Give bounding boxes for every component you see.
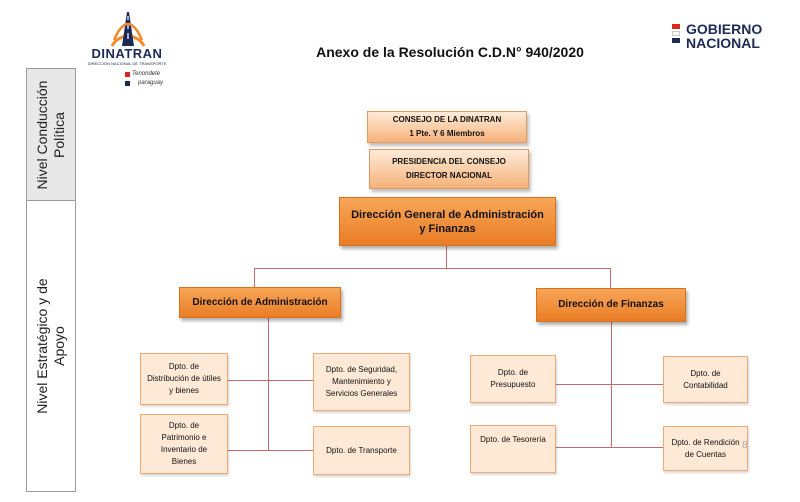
connector-fin-row2 — [556, 447, 664, 448]
slogan-line1: Tenondete — [132, 71, 161, 77]
dpto-rendicion-label: Dpto. de Rendición de Cuentas — [671, 437, 740, 459]
gov-line1: GOBIERNO — [686, 21, 763, 37]
slogan: Tenondete paraguay — [132, 70, 163, 88]
connector-fin-row1 — [556, 384, 664, 385]
level-conduccion-label: Nivel Conducción Política — [34, 80, 67, 190]
box-dir-finanzas: Dirección de Finanzas — [536, 288, 686, 322]
brand-name: DINATRAN — [91, 46, 163, 61]
dpto-contabilidad-label: Dpto. de Contabilidad — [683, 368, 728, 390]
connector-admin-row1 — [228, 380, 314, 381]
box-dir-administracion: Dirección de Administración — [179, 287, 341, 318]
level-estrategico-apoyo: Nivel Estratégico y de Apoyo — [26, 200, 76, 492]
dir-finanzas-label: Dirección de Finanzas — [558, 299, 664, 310]
page-title: Anexo de la Resolución C.D.N° 940/2020 — [316, 44, 584, 60]
presidencia-line1: PRESIDENCIA DEL CONSEJO — [392, 157, 506, 166]
dpto-tesoreria-label: Dpto. de Tesorería — [480, 435, 546, 444]
connector-branch-horizontal — [254, 268, 611, 269]
connector-branch-left — [254, 268, 255, 288]
slogan-line2: paraguay — [138, 80, 164, 86]
dir-administracion-label: Dirección de Administración — [192, 296, 328, 308]
connector-branch-right — [610, 268, 611, 288]
connector-main-to-branches — [446, 245, 447, 269]
box-dpto-patrimonio: Dpto. de Patrimonio e Inventario de Bien… — [140, 414, 228, 474]
flag-red-square — [125, 72, 130, 77]
box-dpto-presupuesto: Dpto. de Presupuesto — [470, 355, 556, 403]
box-dpto-tesoreria: Dpto. de Tesorería — [470, 425, 556, 473]
box-presidencia: PRESIDENCIA DEL CONSEJO DIRECTOR NACIONA… — [369, 149, 529, 189]
page-number: 8 — [742, 440, 748, 451]
box-dpto-seguridad: Dpto. de Seguridad, Mantenimiento y Serv… — [313, 353, 410, 411]
gov-flag-blue — [672, 38, 680, 43]
dpto-distribucion-label: Dpto. de Distribución de útiles y bienes — [147, 362, 221, 395]
gov-flag-red — [672, 24, 680, 29]
brand-subtitle: DIRECCIÓN NACIONAL DE TRANSPORTE — [87, 61, 167, 66]
box-consejo: CONSEJO DE LA DINATRAN 1 Pte. Y 6 Miembr… — [367, 111, 527, 143]
dpto-patrimonio-label: Dpto. de Patrimonio e Inventario de Bien… — [160, 421, 208, 466]
box-direccion-general: Dirección General de Administración y Fi… — [339, 197, 556, 246]
consejo-line2: 1 Pte. Y 6 Miembros — [409, 129, 485, 138]
box-dpto-distribucion: Dpto. de Distribución de útiles y bienes — [140, 353, 228, 405]
connector-fin-trunk — [611, 322, 612, 448]
dpto-presupuesto-label: Dpto. de Presupuesto — [490, 368, 536, 389]
gov-flag-white — [672, 31, 680, 36]
presidencia-line2: DIRECTOR NACIONAL — [405, 171, 493, 180]
box-dpto-transporte: Dpto. de Transporte — [313, 426, 410, 475]
connector-admin-row2 — [228, 450, 314, 451]
dpto-transporte-label: Dpto. de Transporte — [326, 445, 397, 455]
level-estrategico-label: Nivel Estratégico y de Apoyo — [34, 278, 67, 414]
box-dpto-contabilidad: Dpto. de Contabilidad — [663, 356, 748, 403]
level-conduccion-politica: Nivel Conducción Política — [26, 68, 76, 202]
box-dpto-rendicion: Dpto. de Rendición de Cuentas — [663, 426, 748, 471]
connector-admin-trunk — [268, 318, 269, 450]
dinatran-logo: DINATRAN DIRECCIÓN NACIONAL DE TRANSPORT… — [86, 6, 168, 88]
dpto-seguridad-label: Dpto. de Seguridad, Mantenimiento y Serv… — [325, 365, 398, 398]
gobierno-nacional-logo: GOBIERNO NACIONAL — [672, 22, 782, 52]
direccion-general-label: Dirección General de Administración y Fi… — [351, 208, 544, 235]
gov-text: GOBIERNO NACIONAL — [686, 22, 762, 50]
flag-blue-square — [125, 81, 130, 86]
gov-line2: NACIONAL — [686, 35, 760, 51]
consejo-line1: CONSEJO DE LA DINATRAN — [392, 115, 502, 124]
road-logo-icon — [110, 12, 146, 47]
